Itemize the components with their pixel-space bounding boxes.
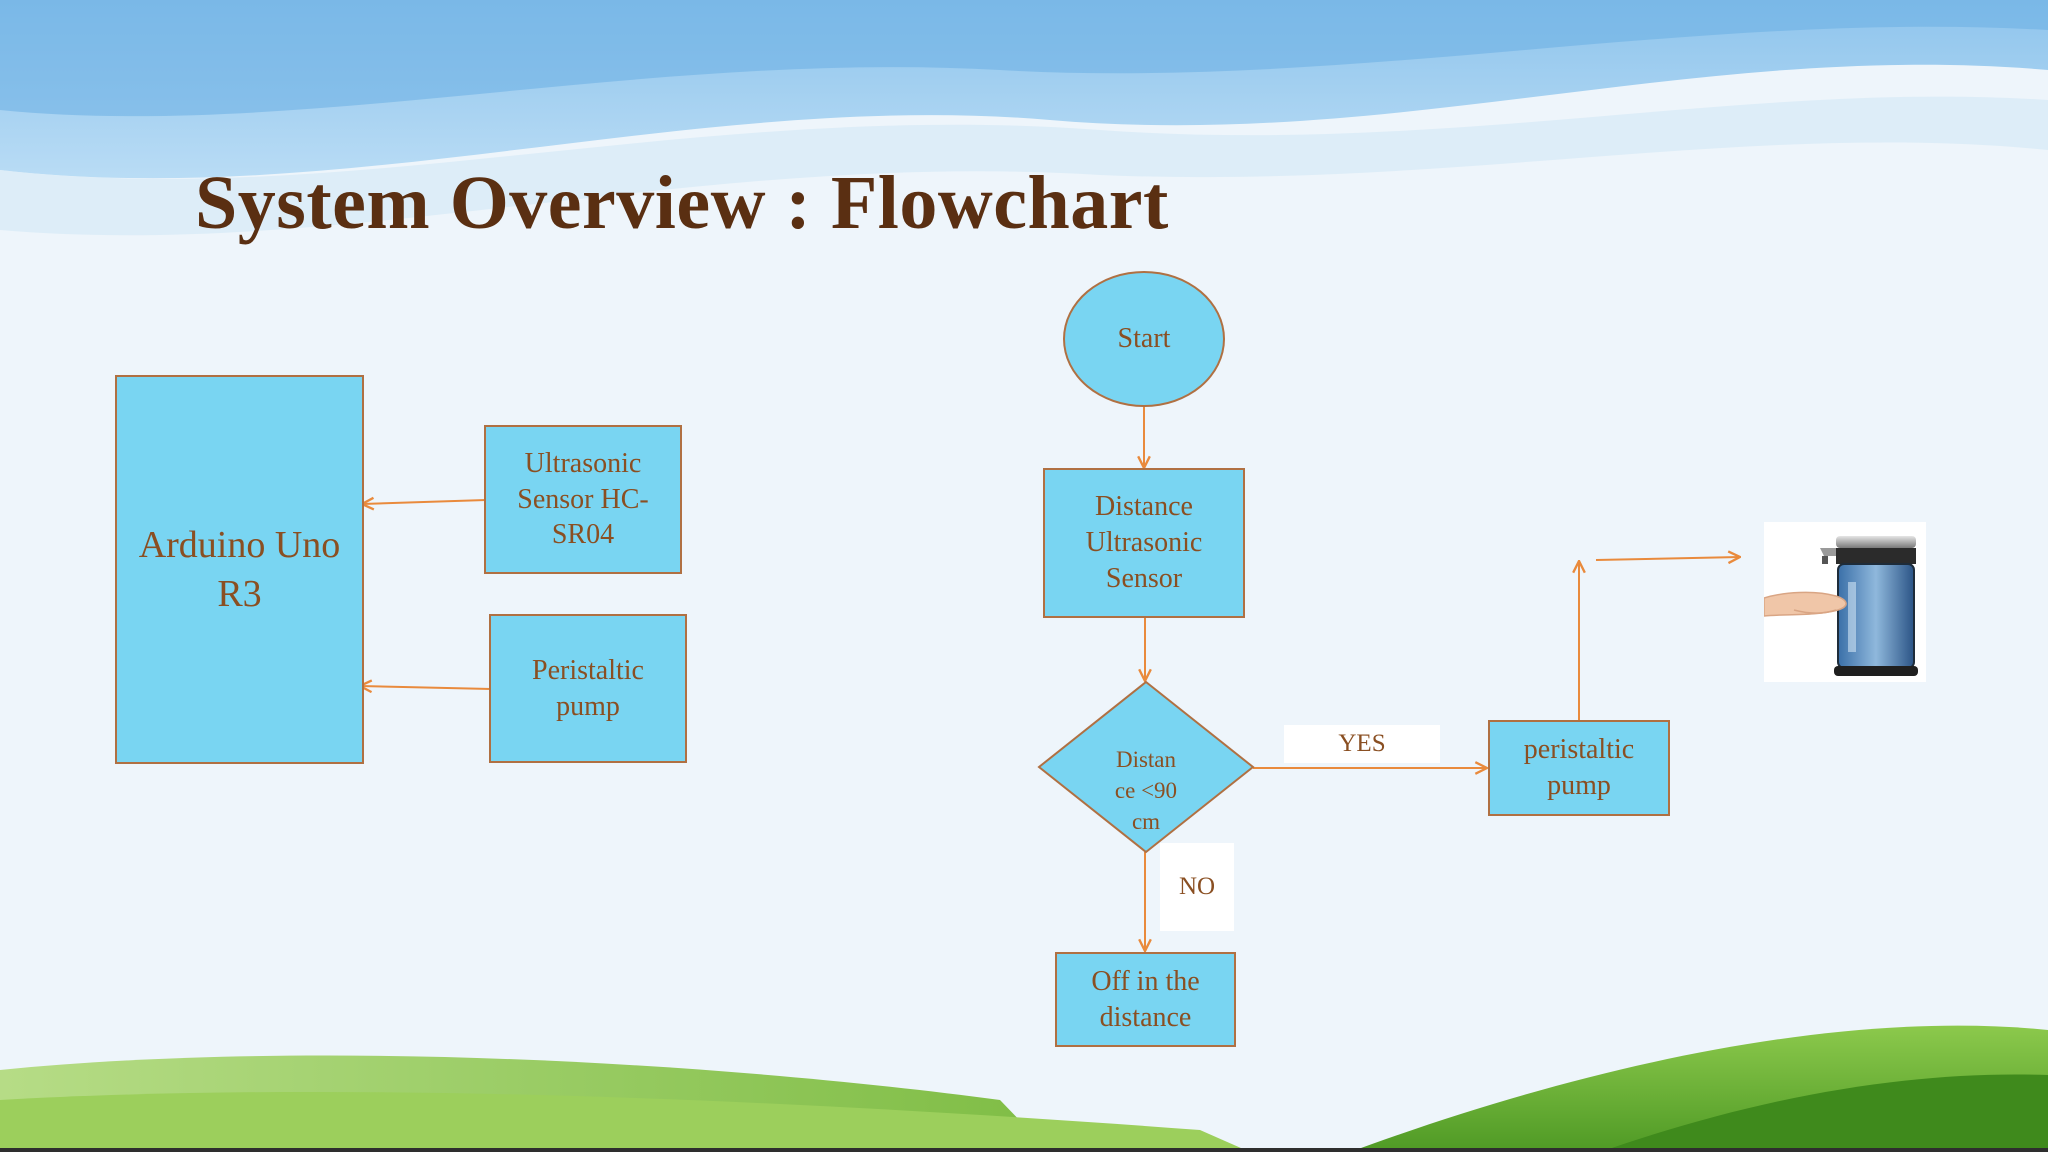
arrow-sensor-to-controller [362,500,487,504]
no-label: NO [1160,843,1234,931]
arrow-pump-to-controller [360,686,492,689]
sensor-step-label: Distance Ultrasonic Sensor [1085,491,1203,594]
controller-box: Arduino Uno R3 [115,375,364,764]
sensor-box: Ultrasonic Sensor HC- SR04 [484,425,682,574]
arrow-to-dispenser [1595,557,1740,560]
decision-label: Distan ce <90 cm [1114,747,1178,835]
pump-action-label: peristaltic pump [1523,734,1635,801]
sensor-step-box: Distance Ultrasonic Sensor [1043,468,1245,618]
pump-label: Peristaltic pump [532,654,644,722]
pump-box: Peristaltic pump [489,614,687,763]
off-action-box: Off in the distance [1055,952,1236,1047]
start-node: Start [1063,271,1225,407]
yes-label: YES [1284,725,1440,763]
start-label: Start [1117,323,1171,355]
decision-diamond [1037,680,1255,854]
pump-action-box: peristaltic pump [1488,720,1670,816]
slide-title: System Overview : Flowchart [195,161,1169,245]
controller-label: Arduino Uno R3 [138,523,341,615]
sensor-label: Ultrasonic Sensor HC- SR04 [517,447,649,551]
soap-dispenser-icon [1764,522,1926,682]
off-action-label: Off in the distance [1091,965,1200,1033]
